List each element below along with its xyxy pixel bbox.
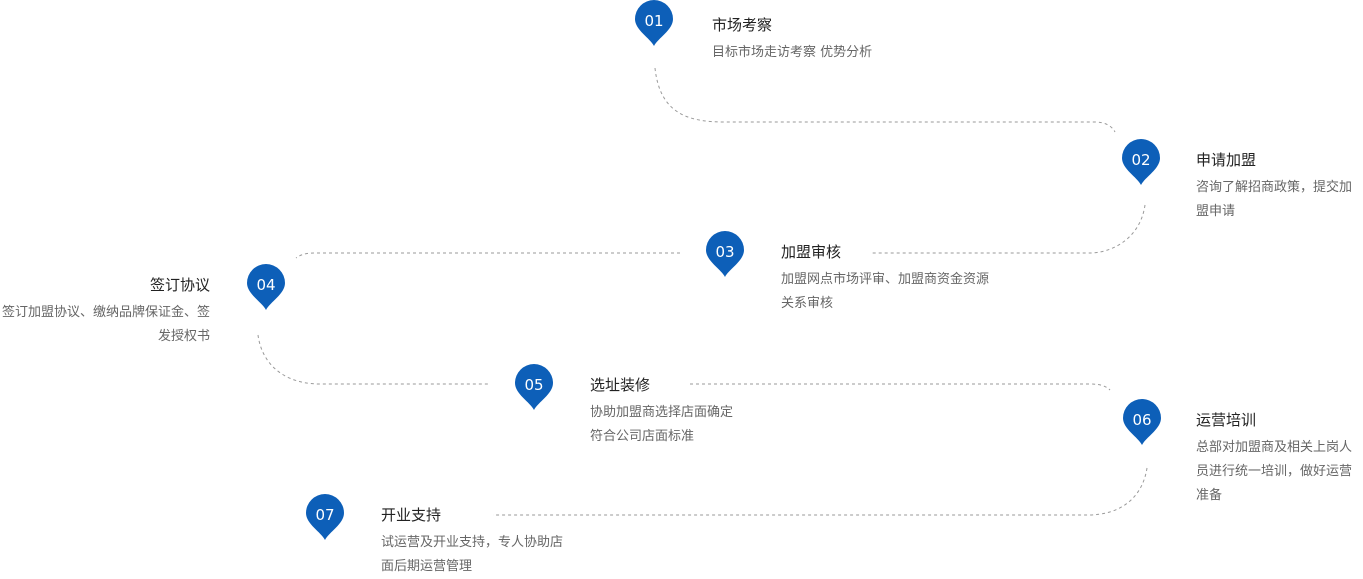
step-title: 加盟审核 [781, 243, 842, 261]
step-number: 06 [1132, 411, 1151, 429]
connector-01-02 [654, 67, 1116, 133]
step-03: 加盟审核 加盟网点市场评审、加盟商资金资源关系审核 [781, 242, 993, 316]
step-number: 02 [1131, 151, 1150, 169]
step-01: 市场考察 目标市场走访考察 优势分析 [712, 15, 932, 65]
step-06: 运营培训 总部对加盟商及相关上岗人员进行统一培训，做好运营准备 [1196, 410, 1363, 508]
step-01-pin: 01 [635, 0, 673, 46]
map-pin-icon [1123, 399, 1161, 445]
step-title: 运营培训 [1196, 411, 1257, 429]
step-number: 01 [644, 12, 663, 30]
step-description: 加盟网点市场评审、加盟商资金资源关系审核 [781, 272, 990, 311]
map-pin-icon [515, 364, 553, 410]
step-04-pin: 04 [247, 264, 285, 310]
step-05-pin: 05 [515, 364, 553, 410]
map-pin-icon [635, 0, 673, 46]
step-description: 目标市场走访考察 优势分析 [712, 45, 873, 60]
step-title: 选址装修 [590, 376, 651, 394]
step-05: 选址装修 协助加盟商选择店面确定符合公司店面标准 [590, 375, 736, 449]
step-03-pin: 03 [706, 231, 744, 277]
step-title: 申请加盟 [1196, 151, 1257, 169]
step-02: 申请加盟 咨询了解招商政策，提交加盟申请 [1196, 150, 1363, 224]
step-description: 试运营及开业支持，专人协助店面后期运营管理 [381, 535, 564, 574]
connector-06-07 [493, 467, 1148, 516]
connector-05-06 [690, 383, 1111, 391]
step-number: 07 [315, 506, 334, 524]
connector-04-05 [257, 334, 490, 385]
step-title: 签订协议 [149, 276, 210, 294]
step-title: 开业支持 [381, 506, 442, 524]
connector-03-04 [295, 252, 680, 259]
step-description: 咨询了解招商政策，提交加盟申请 [1196, 180, 1353, 219]
map-pin-icon [706, 231, 744, 277]
step-description: 协助加盟商选择店面确定符合公司店面标准 [590, 405, 734, 444]
step-07-pin: 07 [306, 494, 344, 540]
step-title: 市场考察 [712, 16, 773, 34]
step-number: 03 [715, 243, 734, 261]
step-04: 签订协议 签订加盟协议、缴纳品牌保证金、签发授权书 [0, 275, 210, 349]
map-pin-icon [306, 494, 344, 540]
connector-02-03 [870, 204, 1146, 254]
step-02-pin: 02 [1122, 139, 1160, 185]
map-pin-icon [247, 264, 285, 310]
step-description: 签订加盟协议、缴纳品牌保证金、签发授权书 [1, 305, 210, 344]
map-pin-icon [1122, 139, 1160, 185]
step-06-pin: 06 [1123, 399, 1161, 445]
step-description: 总部对加盟商及相关上岗人员进行统一培训，做好运营准备 [1196, 440, 1353, 503]
step-number: 05 [524, 376, 543, 394]
step-07: 开业支持 试运营及开业支持，专人协助店面后期运营管理 [381, 505, 569, 579]
step-number: 04 [256, 276, 275, 294]
